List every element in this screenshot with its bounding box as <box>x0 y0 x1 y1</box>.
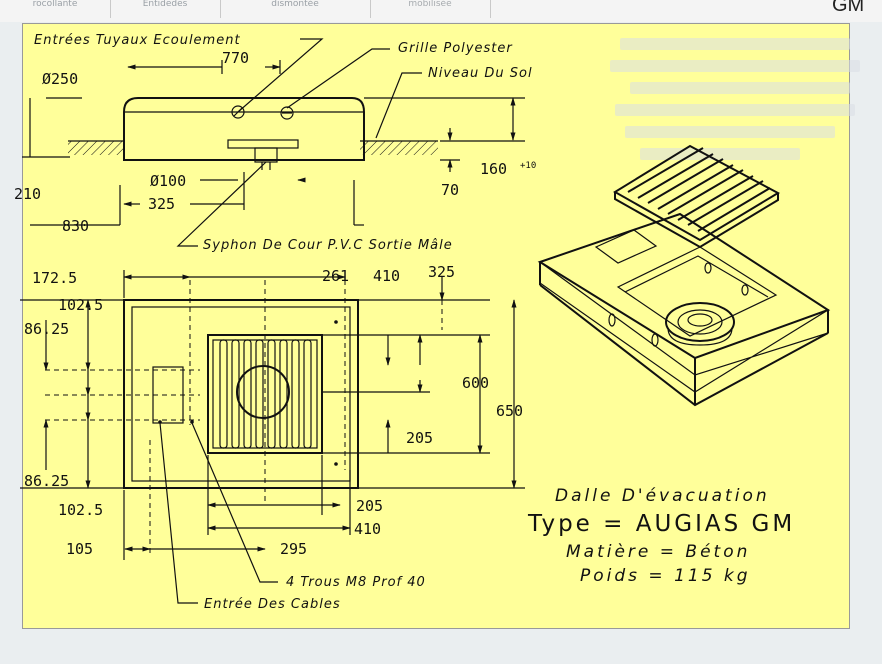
top-strip-cell: rocollante <box>0 0 111 18</box>
dim-325-plan: 325 <box>428 263 455 281</box>
iso-syphon <box>665 302 735 342</box>
dim-650: 650 <box>496 402 523 420</box>
dim-410-top: 410 <box>373 267 400 285</box>
slab-plan-outer <box>123 299 359 489</box>
syphon-plan <box>236 365 290 419</box>
label-ground: Niveau Du Sol <box>428 66 533 81</box>
bleed-through-text <box>590 30 870 190</box>
label-cables: Entrée Des Cables <box>204 597 341 612</box>
iso-grate <box>613 144 781 242</box>
title-line-1: Dalle D'évacuation <box>555 486 770 506</box>
dim-160: 160 <box>480 160 507 178</box>
ground-hatch-left <box>68 141 124 155</box>
dim-d250: Ø250 <box>42 70 78 88</box>
title-line-2: Type = AUGIAS GM <box>527 511 795 537</box>
dim-261: 261 <box>322 267 349 285</box>
dim-105: 105 <box>66 540 93 558</box>
dim-205-bottom: 205 <box>356 497 383 515</box>
pipe-inlet-left <box>231 105 245 119</box>
grate-elevation <box>227 139 299 149</box>
slab-elevation <box>123 97 365 161</box>
label-holes: 4 Trous M8 Prof 40 <box>286 575 426 590</box>
dim-172-5: 172.5 <box>32 269 77 287</box>
corner-label: GM <box>832 0 865 16</box>
dim-210: 210 <box>14 185 41 203</box>
title-block: Dalle D'évacuation Type = AUGIAS GM Mati… <box>527 486 795 586</box>
pipe-inlet-right <box>280 106 294 120</box>
dim-410-bottom: 410 <box>354 520 381 538</box>
dim-86-25-bottom: 86.25 <box>24 472 69 490</box>
label-syphon: Syphon De Cour P.V.C Sortie Mâle <box>203 238 453 253</box>
dim-102-5-top: 102.5 <box>58 296 103 314</box>
dim-770: 770 <box>222 49 249 67</box>
top-strip: rocollante Entidedes dismontée mobilisée <box>0 0 882 22</box>
ground-hatch-right <box>360 141 438 155</box>
plan-view: 172.5 102.5 86.25 86.25 102.5 105 295 20… <box>20 263 525 612</box>
title-line-4: Poids = 115 kg <box>580 566 751 586</box>
dim-600: 600 <box>462 374 489 392</box>
iso-cable-slot <box>594 229 658 264</box>
isometric-view <box>537 144 831 407</box>
dim-295: 295 <box>280 540 307 558</box>
slab-plan-inner <box>131 306 351 482</box>
label-grate: Grille Polyester <box>398 41 513 56</box>
top-strip-cell: Entidedes <box>110 0 221 18</box>
dim-d100: Ø100 <box>150 172 186 190</box>
iso-grate-bars <box>627 147 771 232</box>
dim-830: 830 <box>62 217 89 235</box>
elevation-view: Entrées Tuyaux Ecoulement Grille Polyest… <box>14 33 536 253</box>
top-strip-cell: mobilisée <box>370 0 491 18</box>
dim-102-5-bottom: 102.5 <box>58 501 103 519</box>
title-line-3: Matière = Béton <box>566 542 750 562</box>
dim-70: 70 <box>441 181 459 199</box>
top-strip-cell: dismontée <box>220 0 371 18</box>
dim-325: 325 <box>148 195 175 213</box>
label-pipes: Entrées Tuyaux Ecoulement <box>34 33 241 48</box>
dim-tolerance: +10 <box>520 161 536 171</box>
dim-86-25-top: 86.25 <box>24 320 69 338</box>
dim-205-side: 205 <box>406 429 433 447</box>
grate-bars <box>219 339 312 449</box>
